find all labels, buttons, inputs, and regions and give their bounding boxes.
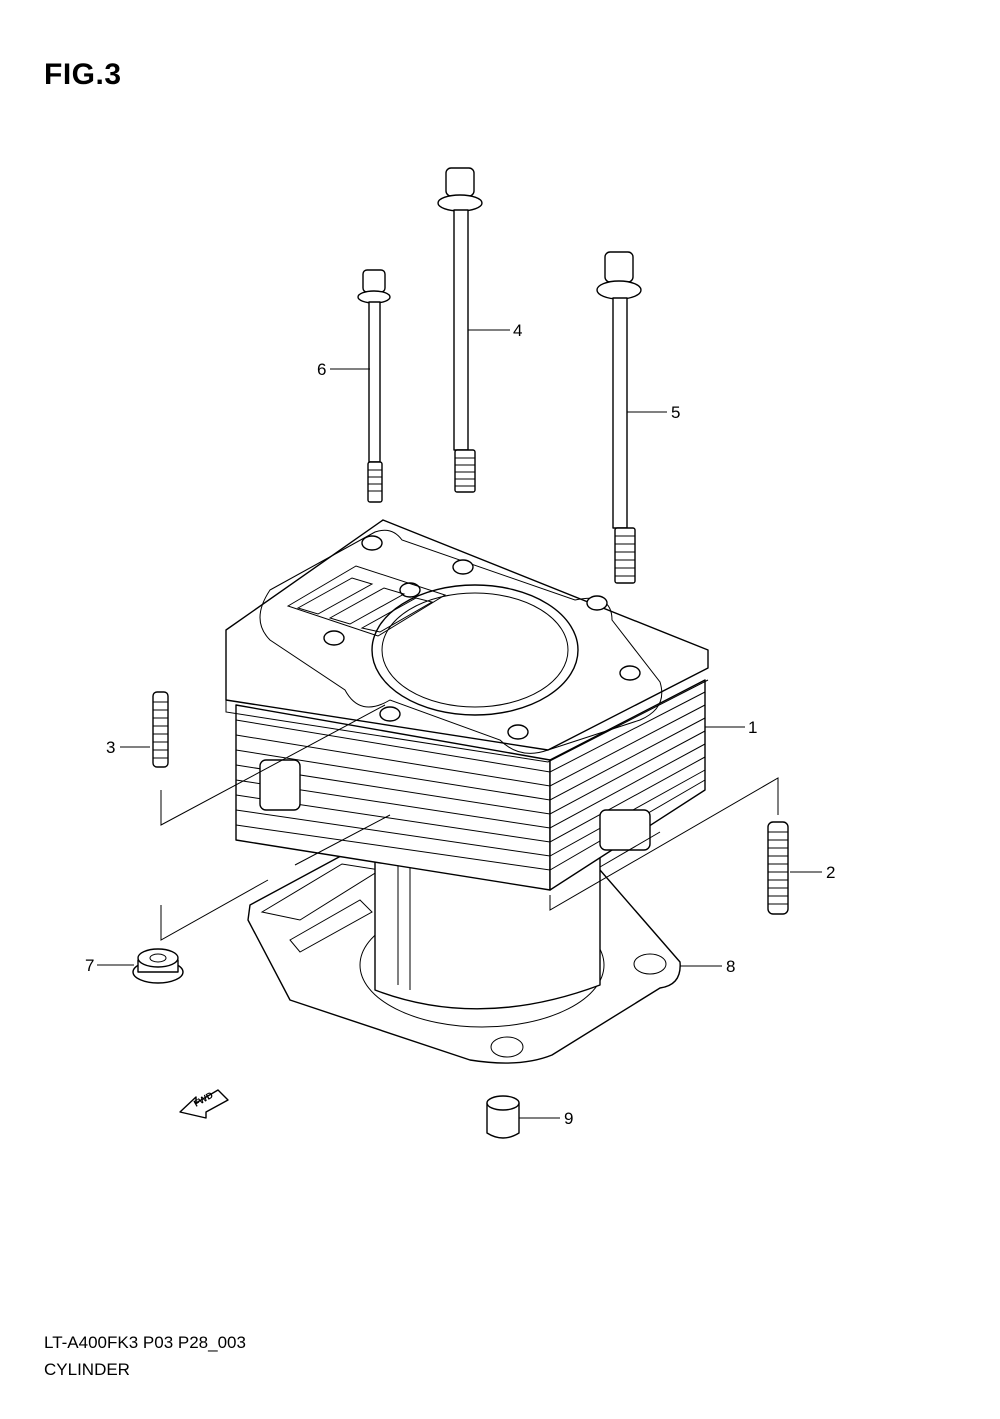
stud-left [152,691,169,768]
cylinder-head-bolt-right [596,251,642,584]
callout-8: 8 [726,957,735,976]
callout-2: 2 [826,863,835,882]
cylinder-block [225,519,709,891]
leader-lines [97,329,822,1119]
callout-4: 4 [513,321,522,340]
flange-nut [132,948,184,984]
callout-6: 6 [317,360,326,379]
model-code: LT-A400FK3 P03 P28_003 [44,1333,246,1352]
callout-7: 7 [85,956,94,975]
callout-5: 5 [671,403,680,422]
callout-3: 3 [106,738,115,757]
forward-direction-icon: FWD [179,1089,229,1119]
figure-title: FIG.3 [44,58,122,91]
section-name: CYLINDER [44,1360,130,1379]
callout-9: 9 [564,1109,573,1128]
stud-right [767,821,789,915]
assembly-guide-lines [160,704,779,941]
callout-1: 1 [748,718,757,737]
callout-labels: 1 2 3 4 5 6 7 8 9 [85,321,835,1128]
dowel-pin [486,1095,520,1139]
cylinder-head-bolt-long [437,167,483,493]
cylinder-bolt-short [357,269,391,503]
